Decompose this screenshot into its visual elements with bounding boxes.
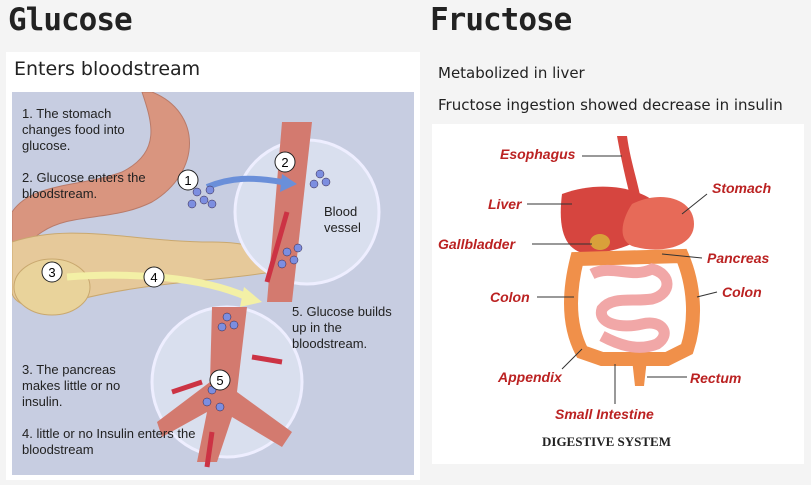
rectum-shape — [632, 359, 647, 386]
label-pancreas: Pancreas — [707, 250, 769, 266]
fructose-line-1: Metabolized in liver — [438, 64, 585, 82]
marker-4-text: 4 — [150, 270, 157, 285]
glucose-title: Glucose — [8, 2, 132, 38]
marker-1-text: 1 — [184, 173, 191, 188]
glucose-step-5: 5. Glucose builds up in the bloodstream. — [292, 304, 407, 352]
label-colon-left: Colon — [490, 289, 530, 305]
label-small-intestine: Small Intestine — [555, 406, 654, 422]
label-liver: Liver — [488, 196, 521, 212]
label-stomach: Stomach — [712, 180, 771, 196]
digestive-system-caption: DIGESTIVE SYSTEM — [542, 434, 671, 450]
arrow-3-4-head — [240, 287, 262, 307]
blood-vessel-label: Blood vessel — [324, 204, 384, 236]
fructose-title: Fructose — [430, 2, 571, 38]
stomach-shape-fructose — [623, 197, 694, 250]
glucose-step-4: 4. little or no Insulin enters the blood… — [22, 426, 212, 458]
small-intestine-shape — [592, 269, 667, 347]
glucose-subtitle: Enters bloodstream — [14, 58, 200, 80]
marker-3-text: 3 — [48, 265, 55, 280]
label-appendix: Appendix — [498, 369, 562, 385]
label-esophagus: Esophagus — [500, 146, 575, 162]
label-gallbladder: Gallbladder — [438, 236, 515, 252]
digestive-system-card: Esophagus Stomach Liver Gallbladder Panc… — [432, 124, 804, 464]
label-rectum: Rectum — [690, 370, 741, 386]
glucose-illustration: 1 2 3 4 5 1. The stomach changes food in… — [12, 92, 414, 475]
marker-2-text: 2 — [281, 155, 288, 170]
glucose-step-3: 3. The pancreas makes little or no insul… — [22, 362, 137, 410]
label-colon-right: Colon — [722, 284, 762, 300]
fructose-line-2: Fructose ingestion showed decrease in in… — [438, 96, 783, 114]
gallbladder-shape — [590, 234, 610, 250]
marker-5-text: 5 — [216, 373, 223, 388]
glucose-step-2: 2. Glucose enters the bloodstream. — [22, 170, 157, 202]
glucose-step-1: 1. The stomach changes food into glucose… — [22, 106, 142, 154]
